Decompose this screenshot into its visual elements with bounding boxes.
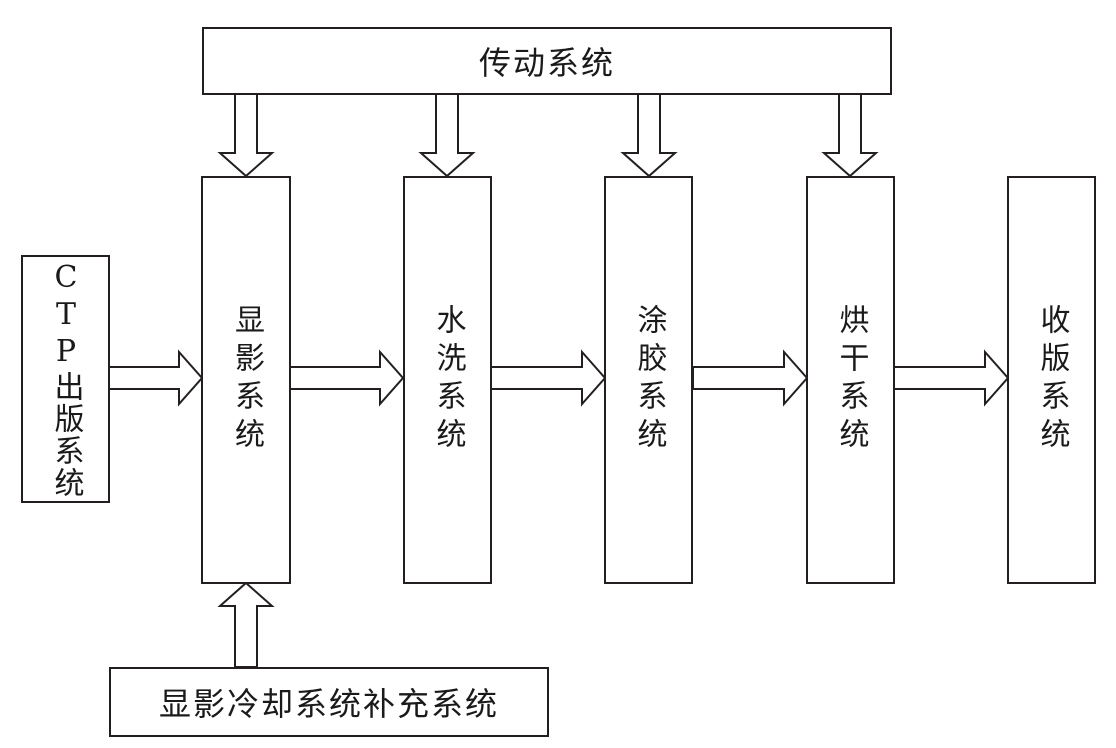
transmission-system-box: 传动系统: [202, 27, 892, 95]
right-arrow-dry-to-collect: [893, 349, 1010, 407]
down-arrow-to-gum: [620, 93, 678, 178]
stage-develop-label: 显影系统: [229, 304, 264, 456]
down-arrow-to-wash: [418, 93, 476, 178]
stage-gum-label: 涂胶系统: [631, 304, 667, 456]
stage-develop-box: 显影系统: [201, 176, 291, 584]
stage-wash-box: 水洗系统: [403, 176, 492, 584]
down-arrow-to-develop: [217, 93, 275, 178]
stage-dry-box: 烘干系统: [806, 176, 895, 584]
right-arrow-gum-to-dry: [692, 349, 809, 407]
cooling-replenish-system-label: 显影冷却系统补充系统: [158, 685, 499, 723]
transmission-system-label: 传动系统: [478, 44, 615, 82]
stage-collect-box: 收版系统: [1007, 176, 1096, 584]
cooling-replenish-system-box: 显影冷却系统补充系统: [109, 667, 549, 737]
stage-gum-box: 涂胶系统: [604, 176, 693, 584]
ctp-output-system-box: CTP出版系统: [21, 255, 110, 503]
stage-collect-label: 收版系统: [1034, 304, 1070, 456]
up-arrow-cooling-to-develop: [217, 581, 275, 668]
ctp-output-system-label: CTP出版系统: [48, 259, 84, 499]
right-arrow-ctp-to-develop: [108, 349, 204, 407]
stage-dry-label: 烘干系统: [833, 304, 869, 456]
right-arrow-wash-to-gum: [490, 349, 607, 407]
right-arrow-develop-to-wash: [289, 349, 405, 407]
stage-wash-label: 水洗系统: [430, 304, 466, 456]
down-arrow-to-dry: [821, 93, 879, 178]
